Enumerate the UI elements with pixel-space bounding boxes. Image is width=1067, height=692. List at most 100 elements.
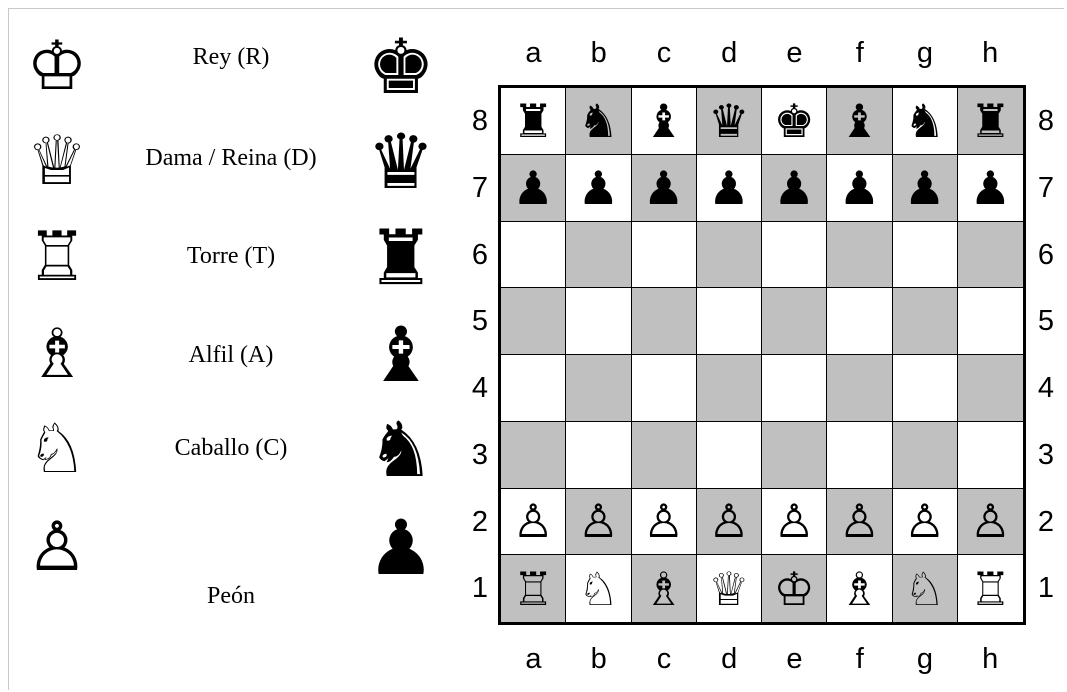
rank-label-right: 6 <box>1031 222 1061 289</box>
white-bishop-icon[interactable]: ♗ <box>839 566 880 612</box>
square-h5[interactable] <box>958 288 1023 355</box>
square-a4[interactable] <box>501 355 566 422</box>
file-label-top: h <box>958 35 1023 71</box>
square-b8[interactable]: ♞ <box>566 88 631 155</box>
square-c3[interactable] <box>632 422 697 489</box>
square-f7[interactable]: ♟ <box>827 155 892 222</box>
square-a3[interactable] <box>501 422 566 489</box>
square-f5[interactable] <box>827 288 892 355</box>
square-f3[interactable] <box>827 422 892 489</box>
white-pawn-icon[interactable]: ♙ <box>513 498 554 544</box>
white-pawn-icon[interactable]: ♙ <box>643 498 684 544</box>
square-d8[interactable]: ♛ <box>697 88 762 155</box>
white-knight-icon[interactable]: ♘ <box>578 566 619 612</box>
white-pawn-icon[interactable]: ♙ <box>578 498 619 544</box>
square-d1[interactable]: ♕ <box>697 555 762 622</box>
square-a7[interactable]: ♟ <box>501 155 566 222</box>
square-d3[interactable] <box>697 422 762 489</box>
square-c8[interactable]: ♝ <box>632 88 697 155</box>
square-h7[interactable]: ♟ <box>958 155 1023 222</box>
square-c4[interactable] <box>632 355 697 422</box>
square-d2[interactable]: ♙ <box>697 489 762 556</box>
black-pawn-icon[interactable]: ♟ <box>643 165 684 211</box>
black-pawn-icon[interactable]: ♟ <box>970 165 1011 211</box>
square-e3[interactable] <box>762 422 827 489</box>
square-b6[interactable] <box>566 222 631 289</box>
black-king-icon[interactable]: ♚ <box>774 98 815 144</box>
square-a6[interactable] <box>501 222 566 289</box>
square-g2[interactable]: ♙ <box>893 489 958 556</box>
square-c7[interactable]: ♟ <box>632 155 697 222</box>
square-b5[interactable] <box>566 288 631 355</box>
square-b7[interactable]: ♟ <box>566 155 631 222</box>
square-g1[interactable]: ♘ <box>893 555 958 622</box>
square-a5[interactable] <box>501 288 566 355</box>
square-g8[interactable]: ♞ <box>893 88 958 155</box>
square-a1[interactable]: ♖ <box>501 555 566 622</box>
square-d5[interactable] <box>697 288 762 355</box>
square-h8[interactable]: ♜ <box>958 88 1023 155</box>
square-e8[interactable]: ♚ <box>762 88 827 155</box>
black-rook-icon[interactable]: ♜ <box>970 98 1011 144</box>
square-f2[interactable]: ♙ <box>827 489 892 556</box>
black-knight-icon[interactable]: ♞ <box>578 98 619 144</box>
square-e6[interactable] <box>762 222 827 289</box>
square-b2[interactable]: ♙ <box>566 489 631 556</box>
square-e5[interactable] <box>762 288 827 355</box>
black-pawn-icon[interactable]: ♟ <box>708 165 749 211</box>
square-g7[interactable]: ♟ <box>893 155 958 222</box>
black-pawn-icon[interactable]: ♟ <box>904 165 945 211</box>
square-h2[interactable]: ♙ <box>958 489 1023 556</box>
white-king-icon[interactable]: ♔ <box>774 566 815 612</box>
square-c2[interactable]: ♙ <box>632 489 697 556</box>
black-bishop-icon: ♝ <box>356 310 446 400</box>
square-h1[interactable]: ♖ <box>958 555 1023 622</box>
square-c1[interactable]: ♗ <box>632 555 697 622</box>
square-b4[interactable] <box>566 355 631 422</box>
square-f6[interactable] <box>827 222 892 289</box>
square-g6[interactable] <box>893 222 958 289</box>
black-pawn-icon[interactable]: ♟ <box>513 165 554 211</box>
square-f8[interactable]: ♝ <box>827 88 892 155</box>
white-pawn-icon[interactable]: ♙ <box>774 498 815 544</box>
black-pawn-icon[interactable]: ♟ <box>578 165 619 211</box>
square-c5[interactable] <box>632 288 697 355</box>
white-rook-icon[interactable]: ♖ <box>513 566 554 612</box>
white-knight-icon[interactable]: ♘ <box>904 566 945 612</box>
white-queen-icon[interactable]: ♕ <box>708 566 749 612</box>
square-d7[interactable]: ♟ <box>697 155 762 222</box>
square-d4[interactable] <box>697 355 762 422</box>
square-a2[interactable]: ♙ <box>501 489 566 556</box>
black-bishop-icon[interactable]: ♝ <box>839 98 880 144</box>
white-pawn-icon[interactable]: ♙ <box>970 498 1011 544</box>
square-d6[interactable] <box>697 222 762 289</box>
square-f4[interactable] <box>827 355 892 422</box>
square-e1[interactable]: ♔ <box>762 555 827 622</box>
square-g3[interactable] <box>893 422 958 489</box>
square-b1[interactable]: ♘ <box>566 555 631 622</box>
square-c6[interactable] <box>632 222 697 289</box>
square-a8[interactable]: ♜ <box>501 88 566 155</box>
square-h3[interactable] <box>958 422 1023 489</box>
white-pawn-icon[interactable]: ♙ <box>708 498 749 544</box>
black-knight-icon[interactable]: ♞ <box>904 98 945 144</box>
square-g4[interactable] <box>893 355 958 422</box>
square-e7[interactable]: ♟ <box>762 155 827 222</box>
square-b3[interactable] <box>566 422 631 489</box>
square-h4[interactable] <box>958 355 1023 422</box>
square-e4[interactable] <box>762 355 827 422</box>
black-rook-icon[interactable]: ♜ <box>513 98 554 144</box>
black-pawn-icon: ♟ <box>356 503 446 593</box>
white-bishop-icon[interactable]: ♗ <box>643 566 684 612</box>
square-h6[interactable] <box>958 222 1023 289</box>
black-bishop-icon[interactable]: ♝ <box>643 98 684 144</box>
white-pawn-icon[interactable]: ♙ <box>839 498 880 544</box>
square-f1[interactable]: ♗ <box>827 555 892 622</box>
white-rook-icon[interactable]: ♖ <box>970 566 1011 612</box>
black-pawn-icon[interactable]: ♟ <box>774 165 815 211</box>
square-e2[interactable]: ♙ <box>762 489 827 556</box>
black-queen-icon[interactable]: ♛ <box>708 98 749 144</box>
square-g5[interactable] <box>893 288 958 355</box>
black-pawn-icon[interactable]: ♟ <box>839 165 880 211</box>
white-pawn-icon[interactable]: ♙ <box>904 498 945 544</box>
